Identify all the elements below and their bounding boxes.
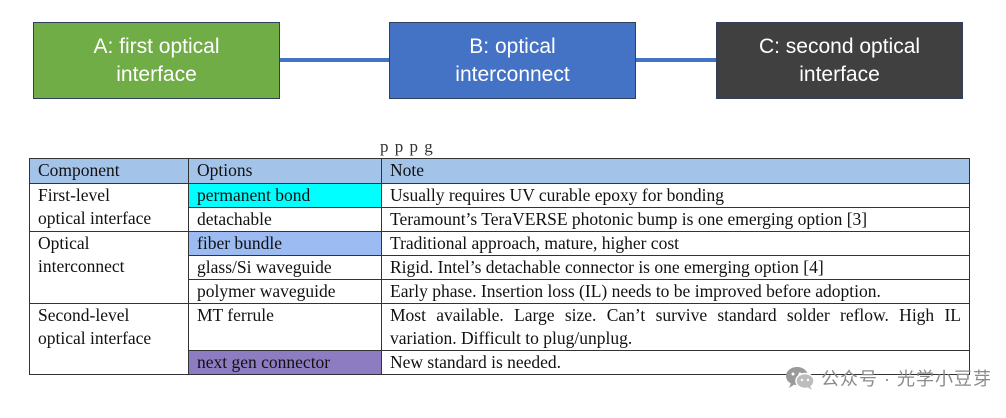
header-component: Component (29, 158, 189, 184)
note-cell: Rigid. Intel’s detachable connector is o… (381, 255, 970, 280)
table-row: glass/Si waveguide Rigid. Intel’s detach… (30, 255, 970, 280)
option-cell: glass/Si waveguide (188, 255, 382, 280)
table-header-row: Component Options Note (29, 158, 970, 184)
box-b-optical-interconnect: B: optical interconnect (389, 22, 636, 99)
component-cell: Optical interconnect (29, 231, 189, 304)
table-row: polymer waveguide Early phase. Insertion… (30, 279, 970, 304)
options-table: Component Options Note First-level optic… (29, 158, 970, 375)
component-cell: First-level optical interface (29, 183, 189, 232)
note-cell: Early phase. Insertion loss (IL) needs t… (381, 279, 970, 304)
component-cell: Second-level optical interface (29, 303, 189, 375)
option-cell: permanent bond (188, 183, 382, 208)
option-cell: next gen connector (188, 350, 382, 375)
box-c-second-optical-interface: C: second optical interface (716, 22, 963, 99)
note-cell: Usually requires UV curable epoxy for bo… (381, 183, 970, 208)
wechat-icon (786, 367, 815, 390)
table-row: detachable Teramount’s TeraVERSE photoni… (30, 207, 970, 232)
header-options: Options (188, 158, 382, 184)
option-cell: fiber bundle (188, 231, 382, 256)
option-cell: MT ferrule (188, 303, 382, 351)
box-a-first-optical-interface: A: first optical interface (33, 22, 280, 99)
note-cell: New standard is needed. (381, 350, 970, 375)
connector-a-b (280, 58, 389, 62)
table-row: First-level optical interface permanent … (29, 183, 970, 232)
note-cell: Teramount’s TeraVERSE photonic bump is o… (381, 207, 970, 232)
header-note: Note (381, 158, 970, 184)
watermark-text: 公众号 · 光学小豆芽 (821, 369, 992, 389)
cropped-caption: p p p g (380, 144, 434, 156)
table-row: Second-level optical interface MT ferrul… (29, 303, 970, 375)
table-row: Optical interconnect fiber bundle Tradit… (29, 231, 970, 304)
note-cell: Traditional approach, mature, higher cos… (381, 231, 970, 256)
table-row: next gen connector New standard is neede… (30, 350, 970, 375)
option-cell: detachable (188, 207, 382, 232)
note-cell: Most available. Large size. Can’t surviv… (381, 303, 970, 351)
watermark: 公众号 · 光学小豆芽 (785, 365, 992, 391)
option-cell: polymer waveguide (188, 279, 382, 304)
connector-b-c (636, 58, 716, 62)
